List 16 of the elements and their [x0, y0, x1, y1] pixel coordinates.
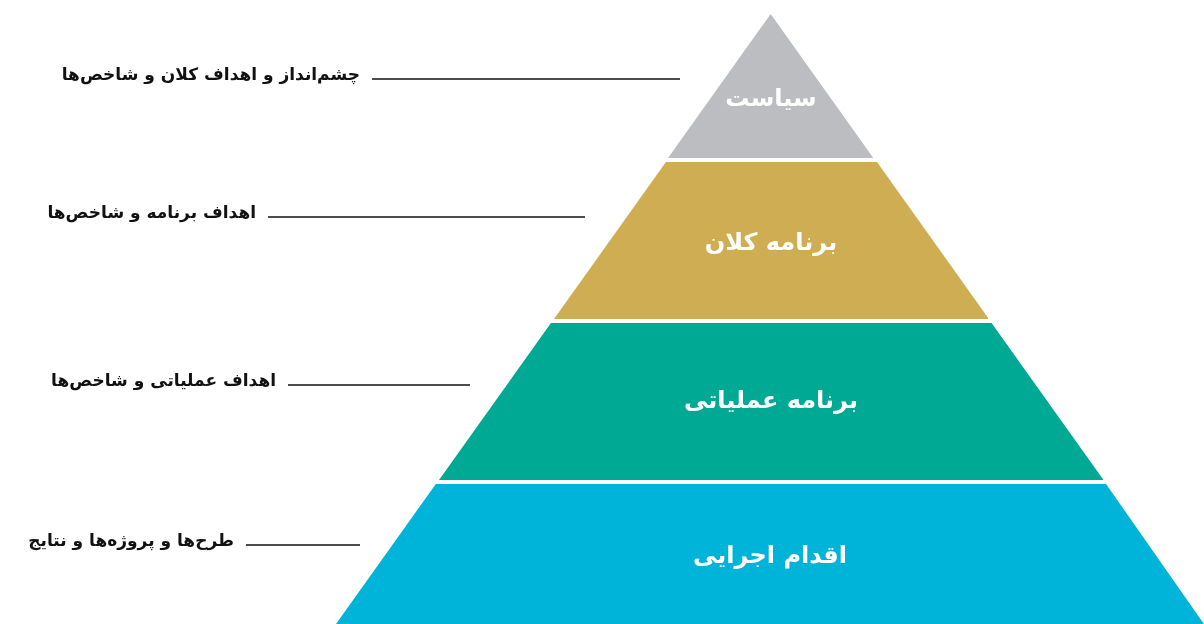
leader-line — [287, 384, 471, 386]
side-label: اهداف عملیاتی و شاخص‌ها — [51, 370, 276, 390]
pyramid-layer — [336, 484, 1204, 624]
leader-line — [371, 78, 681, 80]
pyramid-layer — [438, 323, 1104, 480]
layer-label: برنامه عملیاتی — [682, 386, 860, 414]
side-label: چشم‌انداز و اهداف کلان و شاخص‌ها — [61, 64, 360, 84]
leader-line — [267, 216, 586, 218]
pyramid-layer — [668, 14, 874, 158]
leader-line — [245, 544, 361, 546]
pyramid-layer — [553, 162, 989, 319]
side-label: اهداف برنامه و شاخص‌ها — [47, 202, 256, 222]
layer-label: برنامه کلان — [703, 228, 839, 256]
layer-label: سیاست — [724, 84, 818, 112]
side-label: طرح‌ها و پروژه‌ها و نتایج — [28, 530, 234, 550]
layer-label: اقدام اجرایی — [692, 541, 848, 569]
